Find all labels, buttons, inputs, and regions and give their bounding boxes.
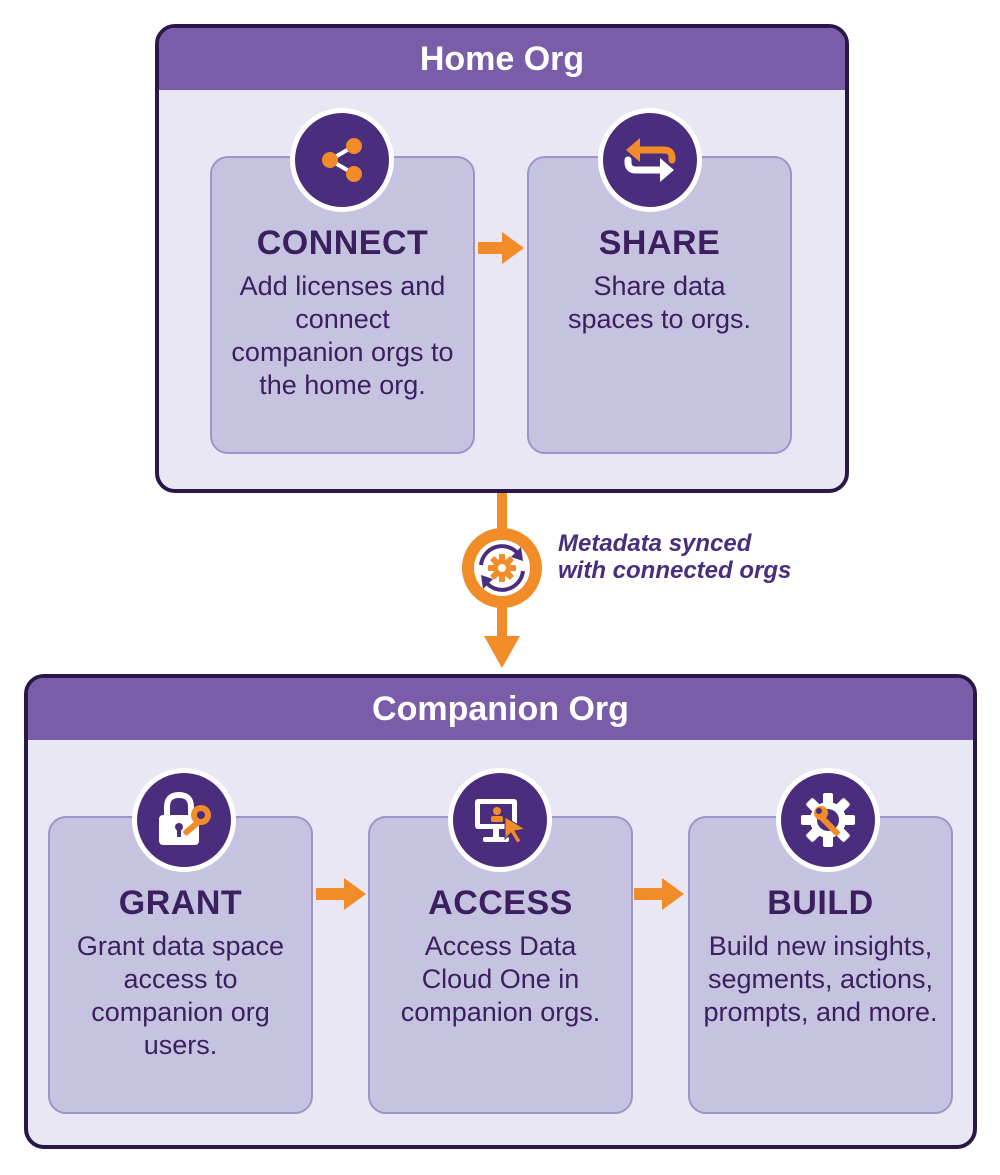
connect-to-share-arrow — [478, 232, 524, 264]
companion-org-title: Companion Org — [28, 678, 973, 740]
lock-key-icon — [132, 768, 236, 872]
monitor-cursor-icon — [448, 768, 552, 872]
share-network-icon — [290, 108, 394, 212]
build-description: Build new insights, segments, actions, p… — [703, 931, 938, 1027]
exchange-arrows-icon — [598, 108, 702, 212]
share-description: Share data spaces to orgs. — [567, 271, 752, 334]
connect-title: CONNECT — [256, 224, 429, 262]
build-title: BUILD — [767, 884, 874, 922]
access-to-build-arrow — [634, 878, 684, 910]
gear-wrench-icon — [776, 768, 880, 872]
grant-to-access-arrow — [316, 878, 366, 910]
sync-label: Metadata synced with connected orgs — [558, 530, 792, 584]
sync-gear-icon — [462, 528, 542, 608]
home-org-title: Home Org — [159, 28, 845, 90]
access-title: ACCESS — [428, 884, 573, 922]
connect-description: Add licenses and connect companion orgs … — [231, 271, 454, 400]
grant-title: GRANT — [118, 884, 243, 922]
grant-description: Grant data space access to companion org… — [76, 931, 285, 1060]
access-description: Access Data Cloud One in companion orgs. — [400, 931, 601, 1027]
share-card: SHARE Share data spaces to orgs. — [527, 156, 792, 454]
share-title: SHARE — [598, 224, 721, 262]
